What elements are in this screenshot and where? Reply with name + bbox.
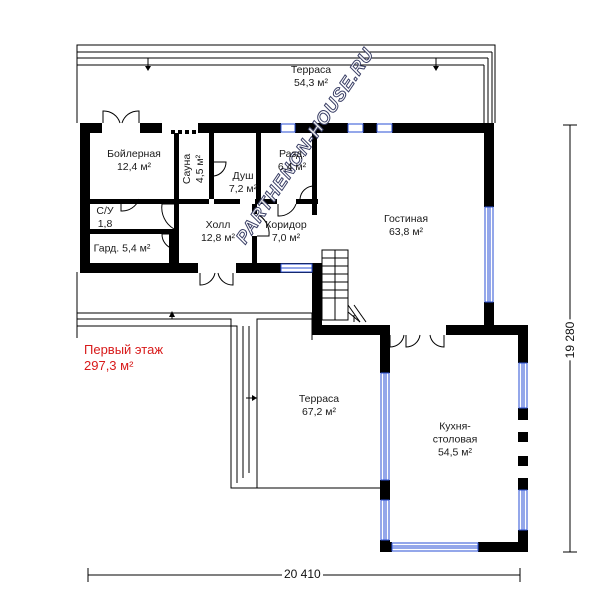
room-dressing: Разд. 6,4 м²: [278, 148, 306, 174]
windows: [280, 123, 528, 552]
room-area: 12,4 м²: [116, 161, 152, 173]
room-name: Разд.: [278, 148, 306, 160]
room-sauna: Сауна 4,5 м²: [181, 154, 207, 184]
room-name: С/У: [96, 205, 114, 217]
room-name: Холл: [205, 219, 231, 231]
room-area: 6,4 м²: [277, 161, 307, 173]
floor-title: Первый этаж: [84, 342, 164, 357]
terrace-left-outline: [76, 272, 380, 489]
room-terrace-top: Терраса 54,3 м²: [291, 64, 331, 90]
room-corridor: Коридор 7,0 м²: [265, 219, 306, 245]
walls: [80, 123, 528, 552]
room-wardrobe: Гард. 5,4 м²: [94, 243, 151, 256]
floor-summary: Первый этаж 297,3 м²: [84, 342, 163, 374]
room-hall: Холл 12,8 м²: [201, 219, 235, 245]
staircase: [321, 249, 367, 323]
room-area: 63,8 м²: [388, 226, 424, 238]
dimension-height: 19 280: [563, 319, 577, 361]
room-area: 54,3 м²: [293, 77, 329, 89]
room-terrace-bottom: Терраса 67,2 м²: [299, 393, 339, 419]
terrace-top-outline: [76, 44, 496, 123]
room-area: 12,8 м²: [200, 232, 236, 244]
room-name: Душ: [232, 170, 254, 182]
room-name: Терраса: [290, 64, 332, 76]
room-area: 1,8: [97, 218, 113, 230]
room-name: Гард. 5,4 м²: [93, 242, 151, 255]
room-name-line1: Кухня-: [439, 420, 471, 433]
room-living: Гостиная 63,8 м²: [384, 213, 428, 239]
room-name: Коридор: [265, 219, 307, 231]
room-boiler: Бойлерная 12,4 м²: [107, 148, 161, 174]
room-name: Сауна: [181, 153, 193, 185]
floor-area: 297,3 м²: [84, 358, 134, 373]
room-kitchen: Кухня- столовая 54,5 м²: [433, 421, 478, 460]
room-name: Бойлерная: [107, 148, 161, 160]
room-area: 54,5 м²: [437, 446, 473, 459]
room-area: 7,0 м²: [271, 232, 301, 244]
dimension-width: 20 410: [282, 567, 323, 581]
room-wc: С/У 1,8: [96, 205, 113, 231]
room-area: 4,5 м²: [194, 154, 206, 184]
room-name: Терраса: [298, 393, 340, 405]
room-name: Гостиная: [383, 213, 429, 225]
room-shower: Душ 7,2 м²: [229, 170, 257, 196]
room-name-line2: столовая: [432, 433, 478, 446]
doors: [102, 110, 445, 348]
room-area: 7,2 м²: [228, 183, 258, 195]
room-area: 67,2 м²: [301, 406, 337, 418]
